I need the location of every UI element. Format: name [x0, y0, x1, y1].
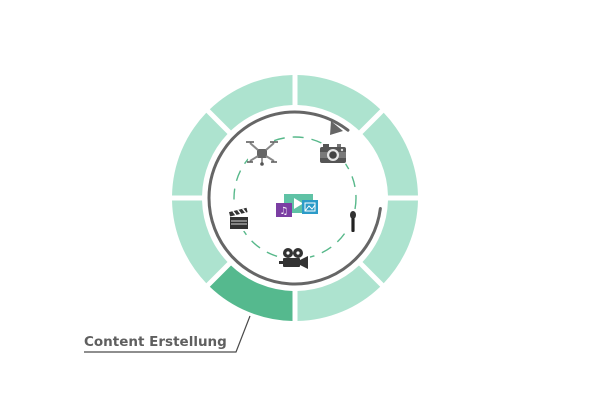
ring-segment [362, 112, 418, 196]
camera-icon [320, 144, 346, 163]
cycle-arrow [207, 110, 382, 286]
ring-segment [172, 112, 228, 196]
label-leader-line [84, 315, 251, 353]
media-files-icon: ♫ [276, 194, 318, 217]
ring-segment [172, 200, 228, 284]
video-camera-icon [279, 248, 308, 269]
ring-segment [297, 75, 381, 131]
ring-segment [297, 265, 381, 321]
clapperboard-icon [229, 207, 248, 229]
cycle-arrowhead [330, 121, 343, 135]
ring-segment-content-erstellung [209, 265, 293, 321]
svg-text:♫: ♫ [280, 206, 289, 217]
outer-ring [172, 75, 418, 321]
segment-label: Content Erstellung [84, 334, 227, 350]
microphone-icon [350, 211, 356, 232]
ring-segment [362, 200, 418, 284]
ring-segment [209, 75, 293, 131]
drone-icon [246, 141, 278, 166]
